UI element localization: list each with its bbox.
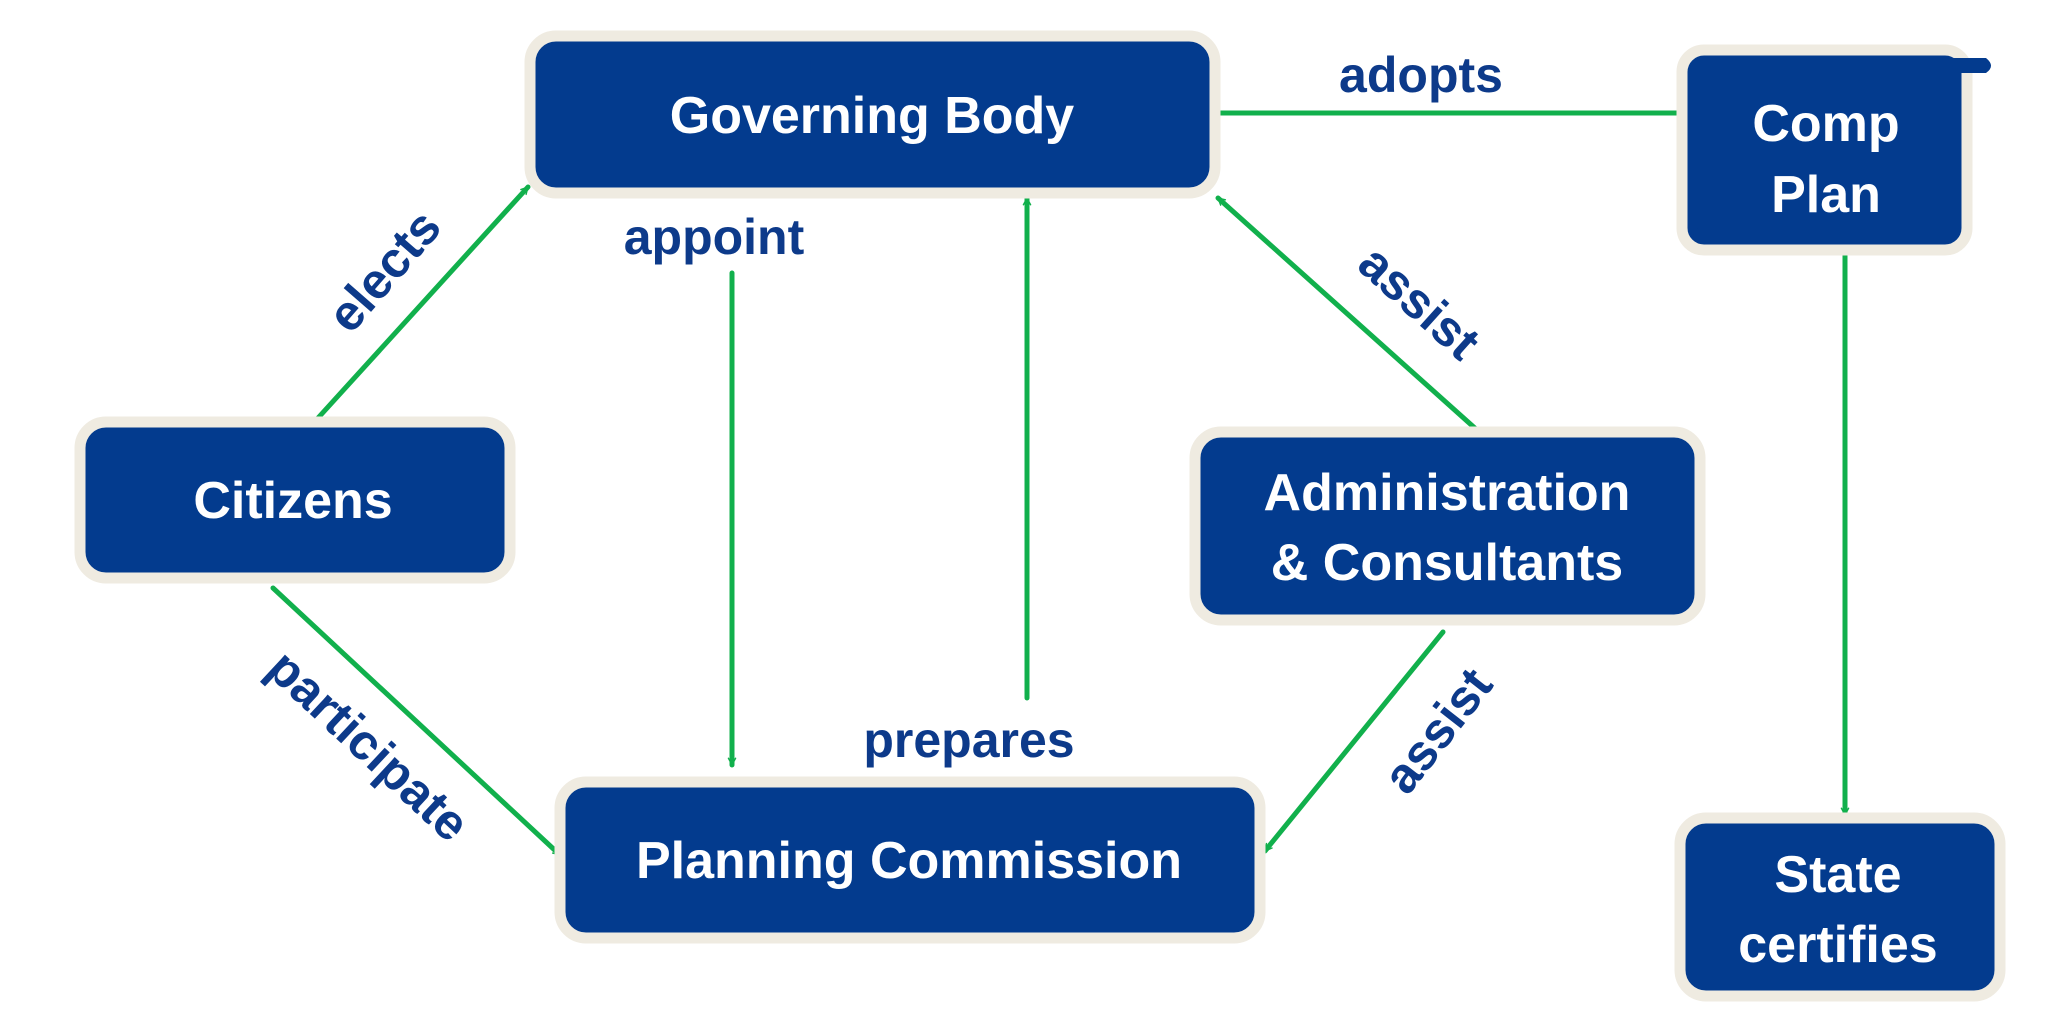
state-node: State certifies (1674, 812, 2006, 1002)
assist-commission-label: assist (1372, 657, 1504, 803)
adopts-label: adopts (1339, 47, 1503, 103)
comp-plan-node: Comp Plan (1676, 44, 1991, 256)
citizens-box (74, 416, 516, 584)
appoint-label: appoint (624, 209, 805, 265)
scroll-curl-bottom-icon (1693, 225, 1710, 243)
state-line-1: State (1774, 846, 1901, 904)
assist-governing-label: assist (1348, 234, 1491, 371)
governing-body-label: Governing Body (670, 87, 1075, 145)
citizens-node: Citizens (74, 416, 516, 584)
prepares-label: prepares (863, 712, 1074, 768)
scroll-curl-top-icon (1738, 58, 1991, 73)
citizens-label: Citizens (193, 472, 392, 530)
governing-body-box (524, 30, 1221, 199)
planning-commission-label: Planning Commission (636, 832, 1182, 890)
participate-label: participate (257, 639, 480, 852)
state-line-2: certifies (1738, 916, 1937, 974)
elects-label: elects (317, 199, 452, 343)
elects-arrow (315, 184, 531, 421)
comp-plan-box (1676, 44, 1973, 256)
administration-line-1: Administration (1264, 464, 1631, 522)
comp-plan-line-1: Comp (1752, 95, 1899, 153)
assist-commission-arrow (1262, 629, 1446, 854)
assist-governing-arrow (1215, 195, 1480, 433)
arrows (270, 108, 1850, 858)
state-box (1674, 812, 2006, 1002)
participate-arrow (270, 585, 563, 858)
planning-commission-node: Planning Commission (554, 776, 1266, 944)
planning-commission-box (554, 776, 1266, 944)
governing-body-node: Governing Body (524, 30, 1221, 199)
administration-line-2: & Consultants (1271, 534, 1623, 592)
comp-plan-line-2: Plan (1771, 166, 1881, 224)
administration-node: Administration & Consultants (1189, 426, 1706, 626)
administration-box (1189, 426, 1706, 626)
